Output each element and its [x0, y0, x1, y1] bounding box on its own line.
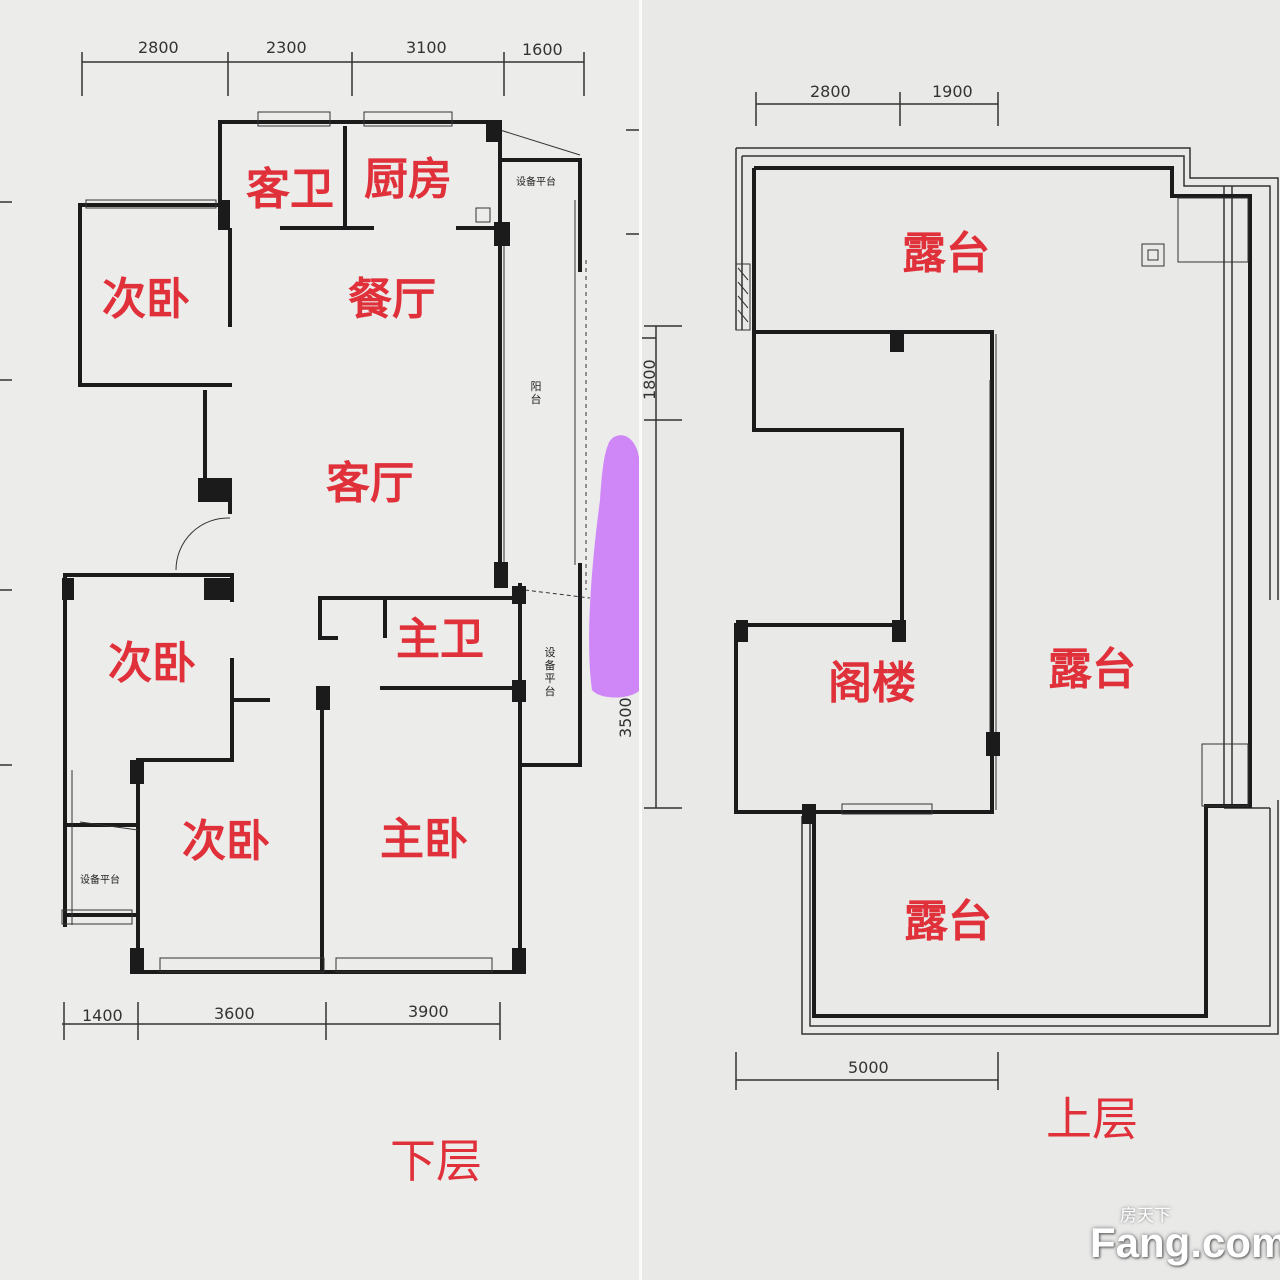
room-label-bedroom-w: 次卧 — [108, 638, 196, 689]
dim-top-3: 3100 — [406, 38, 447, 57]
room-label-master-bedroom: 主卧 — [380, 814, 468, 865]
upper-wall-columns — [736, 330, 1000, 824]
dim-upper-left-1: 1800 — [640, 359, 659, 400]
dim-top-1: 2800 — [138, 38, 179, 57]
room-label-bedroom-nw: 次卧 — [102, 274, 190, 325]
room-label-guest-bath: 客卫 — [246, 164, 334, 215]
dim-top-2: 2300 — [266, 38, 307, 57]
dim-top-4: 1600 — [522, 40, 563, 59]
room-label-bedroom-sw: 次卧 — [182, 816, 270, 867]
dim-upper-top-2: 1900 — [932, 82, 973, 101]
label-balcony: 阳台 — [530, 380, 542, 406]
floor-label-upper: 上层 — [1046, 1092, 1138, 1146]
upper-floor-panel: 2800 1900 1800 3500 5000 露台 阁楼 露台 露台 上层 — [616, 0, 1280, 1280]
room-label-terrace-north: 露台 — [902, 228, 990, 279]
watermark-logo: Fang.com — [1090, 1219, 1280, 1266]
dim-upper-top-1: 2800 — [810, 82, 851, 101]
room-label-terrace-east: 露台 — [1048, 644, 1136, 695]
room-label-attic: 阁楼 — [828, 658, 916, 709]
lower-floor-drawing — [0, 52, 640, 1040]
dim-upper-bottom-1: 5000 — [848, 1058, 889, 1077]
watermark-chinese: 房天下 — [1120, 1206, 1171, 1226]
room-label-living: 客厅 — [326, 458, 414, 509]
dim-upper-left-2: 3500 — [616, 697, 635, 738]
dim-bottom-3: 3900 — [408, 1002, 449, 1021]
label-equipment-platform-top: 设备平台 — [516, 177, 556, 188]
room-label-dining: 餐厅 — [348, 274, 436, 325]
dim-bottom-1: 1400 — [82, 1006, 123, 1025]
panel-divider — [639, 0, 643, 1280]
label-equipment-platform-bottom: 设备平台 — [80, 875, 120, 886]
wall-columns — [62, 120, 526, 974]
floor-label-lower: 下层 — [390, 1134, 482, 1188]
room-label-master-bath: 主卫 — [396, 614, 484, 665]
room-label-terrace-south: 露台 — [904, 896, 992, 947]
upper-floor-drawing — [642, 92, 1279, 1090]
label-equipment-platform-mid: 设备平台 — [544, 646, 556, 698]
dim-bottom-2: 3600 — [214, 1004, 255, 1023]
room-label-kitchen: 厨房 — [364, 154, 452, 205]
lower-floor-panel: 2800 2300 3100 1600 1400 3600 3900 客卫 厨房… — [0, 0, 640, 1280]
